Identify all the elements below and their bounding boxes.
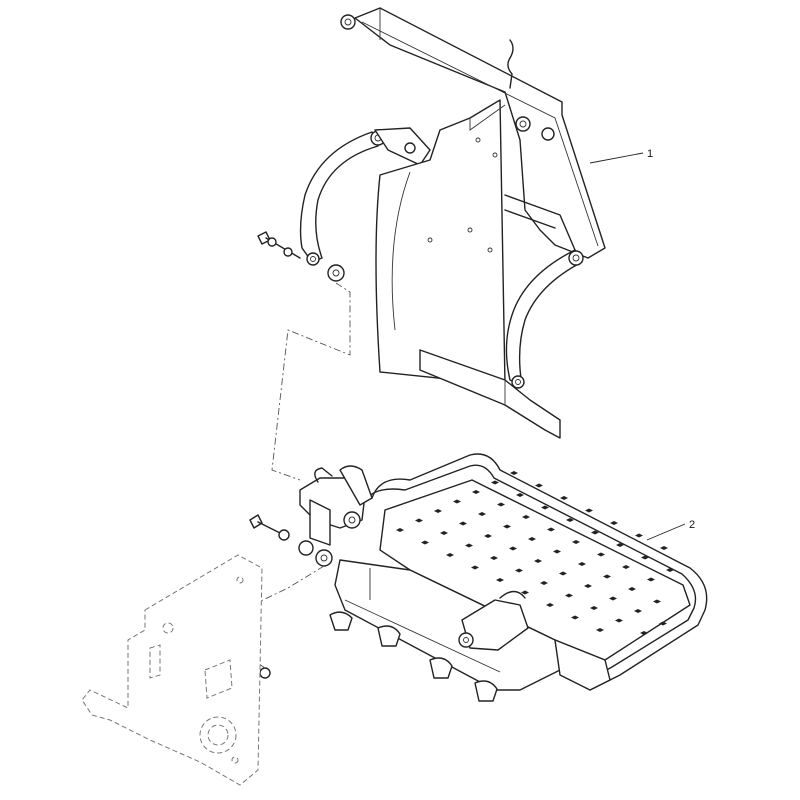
tread-diamond xyxy=(471,565,479,570)
tread-diamond xyxy=(515,568,523,573)
tread-diamond xyxy=(585,508,593,513)
tread-diamond xyxy=(560,496,568,500)
lower-seat-base-assembly xyxy=(299,453,708,702)
tread-diamond xyxy=(597,552,605,557)
tread-diamond xyxy=(440,531,448,535)
tread-diamond xyxy=(484,534,492,538)
tread-diamond xyxy=(496,578,504,582)
tread-diamond xyxy=(472,490,480,494)
reference-side-panel xyxy=(81,554,263,786)
tread-diamond xyxy=(647,577,655,582)
tread-diamond xyxy=(571,615,579,620)
tread-diamond xyxy=(616,543,624,547)
tread-diamond xyxy=(610,521,618,525)
tread-diamond xyxy=(596,628,604,632)
tread-diamond xyxy=(572,540,580,544)
tread-diamond xyxy=(615,618,623,623)
tread-diamond xyxy=(415,518,423,523)
tread-diamond xyxy=(396,528,404,532)
tread-diamond xyxy=(547,527,555,532)
tread-diamond xyxy=(635,533,643,538)
tread-pattern xyxy=(396,471,674,635)
tread-diamond xyxy=(628,587,636,591)
tread-diamond xyxy=(634,609,642,613)
tread-diamond xyxy=(503,524,511,529)
tread-diamond xyxy=(666,568,674,572)
tread-diamond xyxy=(609,596,617,601)
tread-diamond xyxy=(603,574,611,579)
tread-diamond xyxy=(521,590,529,595)
tread-diamond xyxy=(541,505,549,510)
tread-diamond xyxy=(622,565,630,569)
tread-diamond xyxy=(516,493,524,497)
assembly-line xyxy=(271,282,351,481)
tread-diamond xyxy=(497,502,505,507)
tread-diamond xyxy=(490,556,498,560)
tread-diamond xyxy=(459,521,467,526)
tread-diamond xyxy=(465,543,473,548)
callout-2: 2 xyxy=(646,519,695,541)
tread-diamond xyxy=(553,549,561,554)
tread-diamond xyxy=(478,512,486,516)
tread-diamond xyxy=(421,540,429,545)
tread-diamond xyxy=(540,581,548,585)
tread-diamond xyxy=(535,483,543,488)
tread-diamond xyxy=(446,553,454,557)
tread-diamond xyxy=(565,593,573,598)
tread-diamond xyxy=(653,599,661,604)
tread-diamond xyxy=(509,546,517,551)
tread-diamond xyxy=(453,499,461,504)
tread-diamond xyxy=(546,603,554,607)
callout-1: 1 xyxy=(589,148,653,164)
upper-hardware-stack xyxy=(257,231,345,282)
tread-diamond xyxy=(434,509,442,513)
tread-diamond xyxy=(491,480,499,485)
callout-1-label: 1 xyxy=(647,148,653,160)
tread-diamond xyxy=(559,571,567,576)
tread-diamond xyxy=(590,606,598,610)
tread-diamond xyxy=(591,530,599,535)
tread-diamond xyxy=(566,518,574,522)
callout-2-label: 2 xyxy=(689,519,695,531)
tread-diamond xyxy=(660,546,668,550)
tread-diamond xyxy=(578,562,586,566)
tread-diamond xyxy=(534,559,542,563)
tread-diamond xyxy=(584,584,592,588)
tread-diamond xyxy=(659,621,667,626)
upper-seat-frame-assembly xyxy=(299,7,606,439)
tread-diamond xyxy=(510,471,518,475)
tread-diamond xyxy=(528,537,536,541)
tread-diamond xyxy=(640,631,648,635)
tread-diamond xyxy=(522,515,530,519)
tread-diamond xyxy=(641,555,649,560)
